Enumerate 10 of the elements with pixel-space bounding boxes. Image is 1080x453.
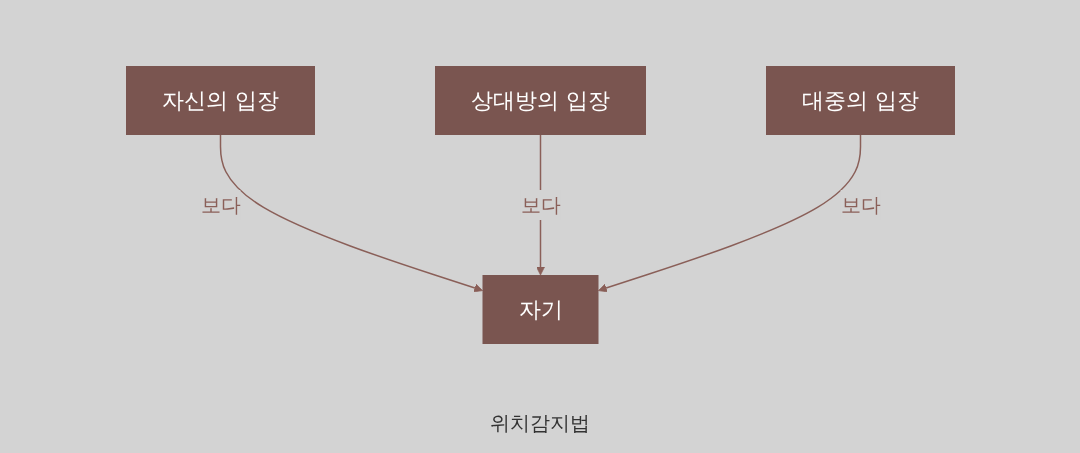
node-box: 자신의 입장 xyxy=(125,66,315,135)
node-box: 대중의 입장 xyxy=(765,66,955,135)
node-caption: 위치감지법 xyxy=(490,410,590,437)
node-box: 상대방의 입장 xyxy=(434,66,646,135)
arrow xyxy=(219,134,483,293)
edge-label: 보다 xyxy=(840,193,880,217)
node-box: 자기 xyxy=(482,275,598,344)
arrow xyxy=(597,134,861,293)
edge-label: 보다 xyxy=(200,193,240,217)
edge-label: 보다 xyxy=(520,193,560,217)
